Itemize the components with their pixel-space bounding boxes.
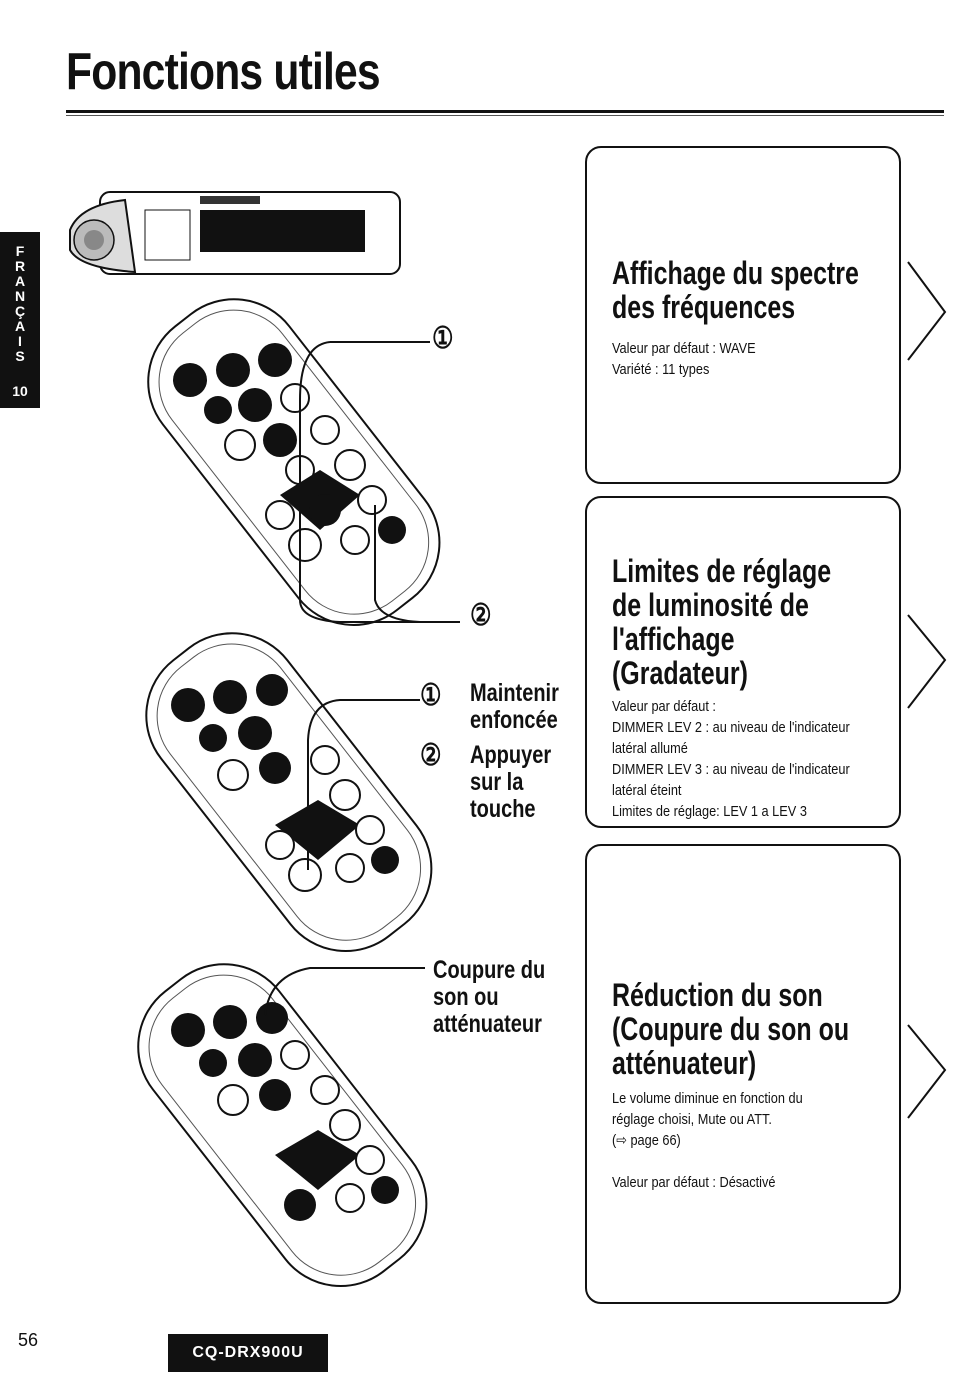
page-number: 56	[18, 1330, 39, 1350]
title-rule-thin	[66, 115, 944, 116]
callout-mute-text: Coupure du son ou atténuateur	[433, 956, 546, 1038]
title-rule	[66, 110, 944, 113]
tab-letter: F	[15, 243, 25, 259]
tab-letter: N	[14, 288, 26, 304]
remote-control-3	[137, 963, 428, 1288]
panel-spectrum: Affichage du spectre des fréquences Vale…	[585, 146, 901, 484]
callout-line	[374, 505, 421, 623]
language-tab: F R A N Ç A I S 10	[0, 232, 40, 408]
tab-letter: A	[14, 318, 26, 334]
tab-letter: R	[14, 258, 26, 274]
callout-line	[264, 967, 425, 1016]
callout-number-hold: ①	[420, 679, 442, 712]
panel-dimmer: Limites de réglage de luminosité de l'af…	[585, 496, 901, 828]
head-unit-illustration	[69, 191, 401, 275]
remote-1-buttons	[173, 343, 406, 562]
panel-title: Réduction du son (Coupure du son ou atté…	[612, 977, 850, 1081]
callout-number-1: ①	[432, 322, 454, 355]
panel-arrow	[907, 1024, 947, 1119]
tab-letter: S	[15, 348, 25, 364]
model-badge: CQ-DRX900U	[168, 1334, 328, 1372]
panel-body: Valeur par défaut : WAVE Variété : 11 ty…	[612, 340, 756, 378]
remote-control-2	[145, 632, 433, 953]
callout-line	[299, 341, 460, 623]
panel-arrow	[907, 614, 947, 709]
remote-2-buttons	[171, 674, 399, 892]
tab-page-number: 10	[12, 383, 28, 399]
tab-letter: Ç	[14, 303, 26, 319]
tab-letter: I	[18, 333, 22, 349]
page-title: Fonctions utiles	[66, 43, 381, 101]
callout-number-press: ②	[420, 739, 442, 772]
panel-body: Le volume diminue en fonction du réglage…	[612, 1090, 803, 1191]
callout-number-2: ②	[470, 599, 492, 632]
remote-3-buttons	[171, 1002, 399, 1221]
callout-hold-text: Maintenir enfoncée	[470, 679, 559, 734]
panel-mute: Réduction du son (Coupure du son ou atté…	[585, 844, 901, 1304]
tab-letter: A	[14, 273, 26, 289]
callout-line	[307, 699, 420, 870]
panel-title: Limites de réglage de luminosité de l'af…	[612, 553, 832, 691]
panel-body: Valeur par défaut : DIMMER LEV 2 : au ni…	[612, 698, 850, 820]
panel-arrow	[907, 261, 947, 361]
panel-title: Affichage du spectre des fréquences	[612, 255, 859, 325]
callout-press-text: Appuyer sur la touche	[470, 741, 552, 823]
